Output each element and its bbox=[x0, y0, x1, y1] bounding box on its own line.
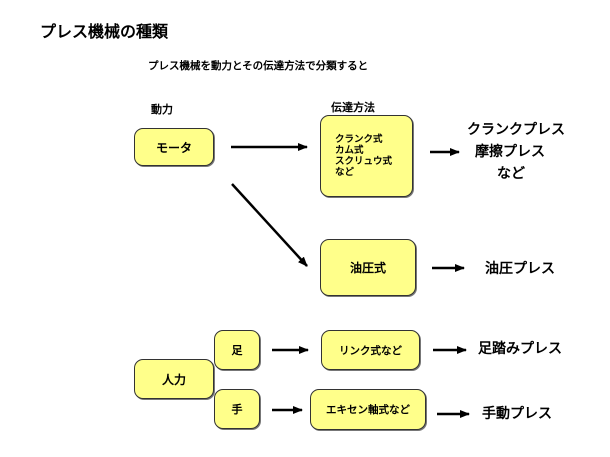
power-header: 動力 bbox=[151, 103, 173, 116]
link-box: リンク式など bbox=[321, 330, 420, 370]
hand-box: 手 bbox=[214, 389, 260, 429]
subtitle: プレス機械を動力とその伝達方法で分類すると bbox=[148, 60, 369, 72]
result-foot-press: 足踏みプレス bbox=[478, 341, 562, 357]
motor-label: モータ bbox=[155, 140, 192, 155]
human-power-label: 人力 bbox=[161, 372, 186, 387]
mechanical-results: クランクプレス 摩擦プレス など bbox=[467, 119, 565, 185]
mechanical-item: クランク式 bbox=[335, 134, 383, 145]
mechanical-item: など bbox=[335, 167, 355, 178]
link-label: リンク式など bbox=[339, 344, 402, 357]
human-power-box: 人力 bbox=[134, 359, 214, 399]
result-friction-press: 摩擦プレス bbox=[475, 144, 545, 160]
mechanical-item: カム式 bbox=[335, 145, 364, 156]
result-hydraulic-press: 油圧プレス bbox=[485, 261, 555, 277]
hydraulic-label: 油圧式 bbox=[349, 261, 386, 275]
eccentric-label: エキセン軸式など bbox=[326, 404, 410, 416]
hydraulic-box: 油圧式 bbox=[320, 239, 416, 296]
page-title: プレス機械の種類 bbox=[40, 22, 169, 41]
mechanical-item: スクリュウ式 bbox=[335, 156, 393, 167]
foot-label: 足 bbox=[231, 344, 243, 357]
result-crank-press: クランクプレス bbox=[467, 122, 565, 138]
mechanical-transmission-box: クランク式 カム式 スクリュウ式 など bbox=[320, 115, 413, 197]
result-etc: など bbox=[497, 166, 525, 182]
arrow-motor-to-hydraulic bbox=[231, 183, 308, 267]
hand-label: 手 bbox=[231, 403, 243, 416]
transmission-header: 伝達方法 bbox=[331, 101, 375, 114]
motor-box: モータ bbox=[134, 128, 214, 166]
foot-box: 足 bbox=[214, 330, 260, 370]
result-hand-press: 手動プレス bbox=[482, 406, 552, 422]
eccentric-box: エキセン軸式など bbox=[310, 389, 426, 430]
